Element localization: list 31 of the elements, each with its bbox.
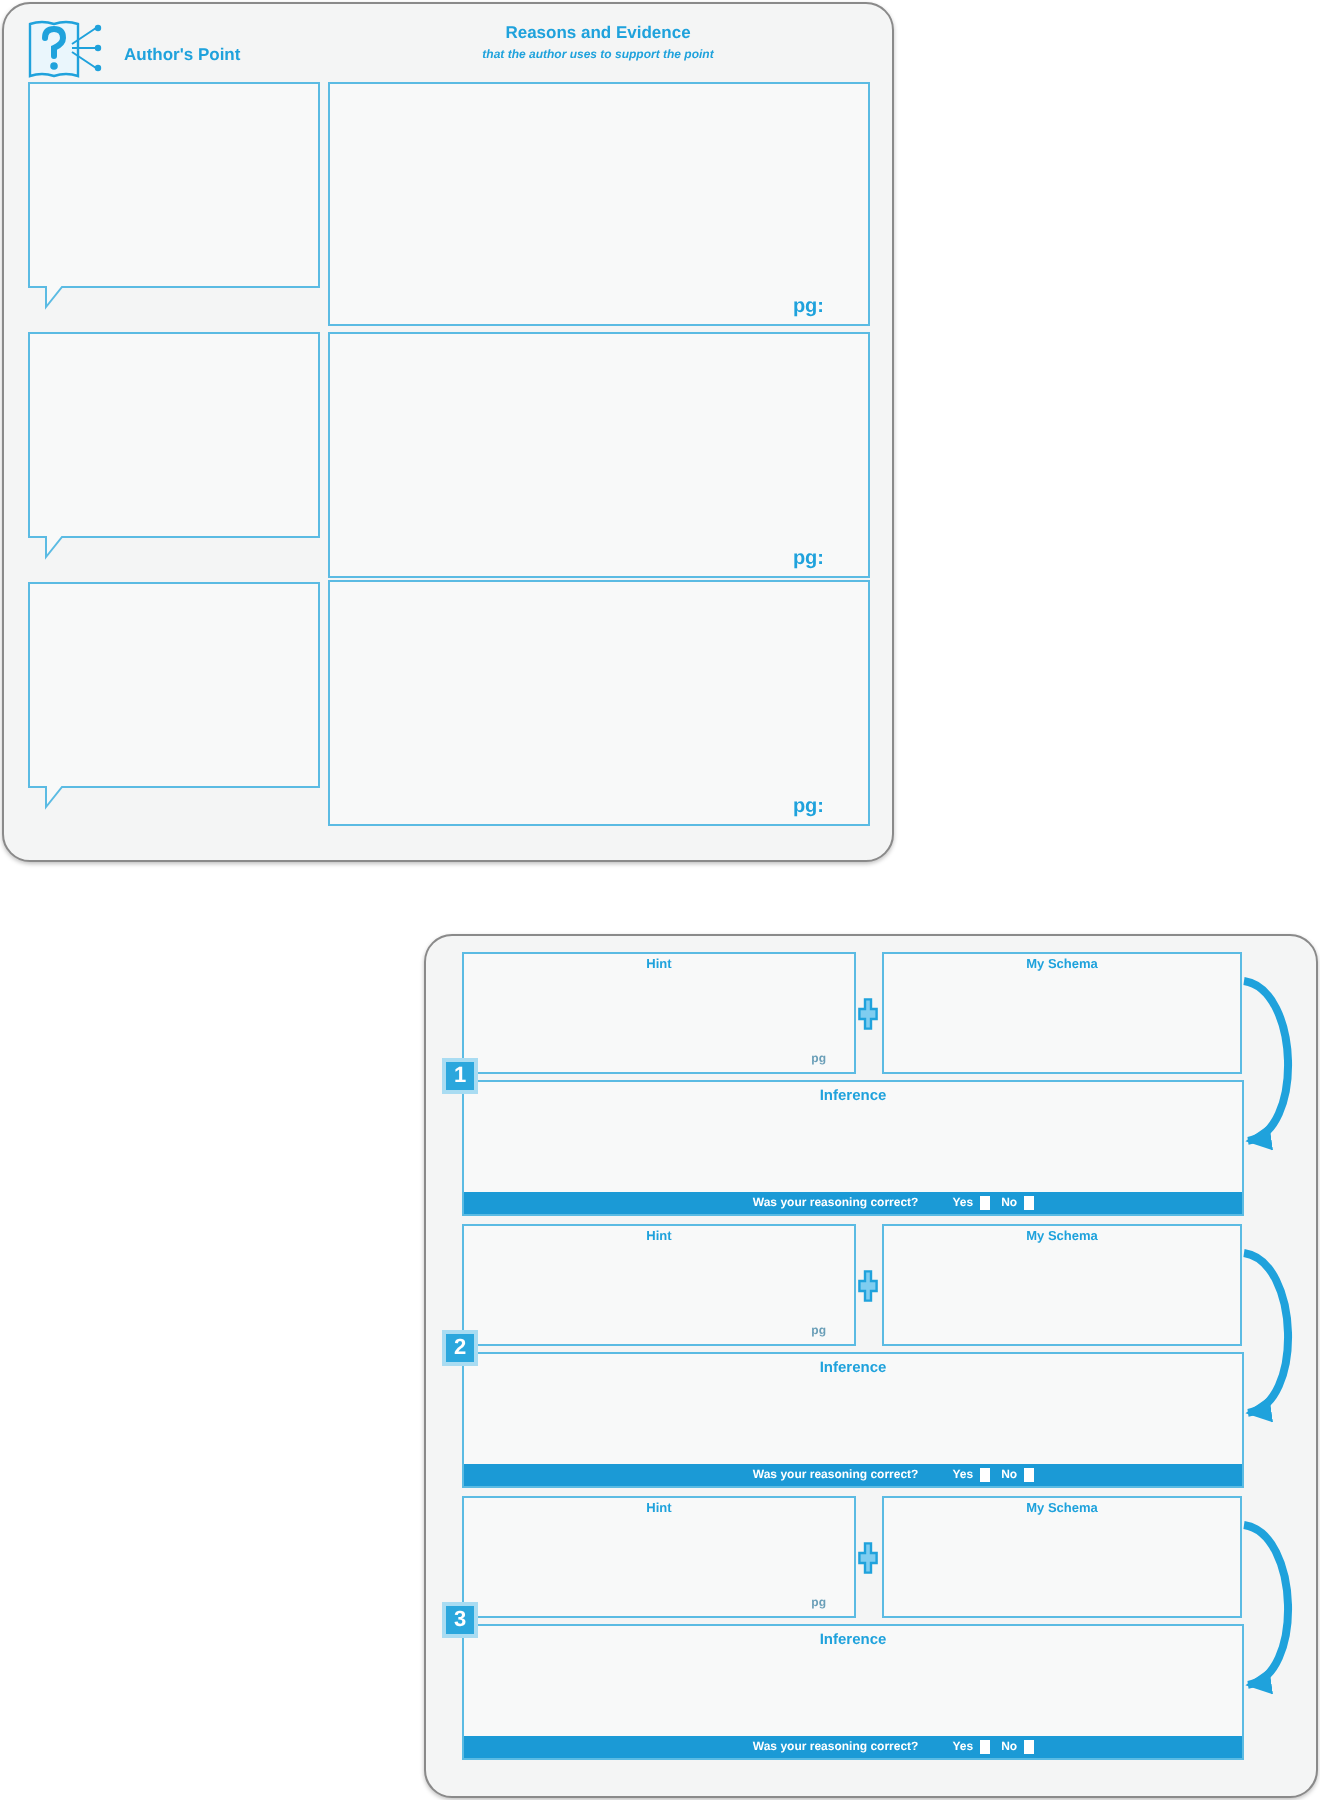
page-label: pg: <box>792 796 824 818</box>
curved-arrow <box>1242 977 1292 1145</box>
inference-box <box>462 1080 1244 1216</box>
inference-box <box>462 1624 1244 1760</box>
curved-arrow <box>1242 1249 1292 1417</box>
answer-bar <box>464 1192 1242 1214</box>
evidence-box <box>328 332 870 578</box>
section-title: Reasons and Evidence <box>505 24 691 43</box>
worksheet-board <box>2 2 894 862</box>
schema-box <box>882 952 1242 1074</box>
speech-bubble <box>28 582 320 808</box>
hint-box <box>462 1496 856 1618</box>
page-label: pg: <box>792 296 824 318</box>
hint-box <box>462 1224 856 1346</box>
worksheet-board <box>424 934 1318 1798</box>
speech-bubble <box>28 82 320 308</box>
page-label: pg: <box>792 548 824 570</box>
step-number: 3 <box>453 1609 467 1631</box>
hint-box <box>462 952 856 1074</box>
answer-bar <box>464 1736 1242 1758</box>
answer-bar <box>464 1464 1242 1486</box>
speech-bubble <box>28 332 320 558</box>
evidence-box <box>328 82 870 326</box>
step-number: 1 <box>453 1065 467 1087</box>
inference-box <box>462 1352 1244 1488</box>
schema-box <box>882 1224 1242 1346</box>
section-heading: Author's Point <box>124 46 241 65</box>
step-number: 2 <box>453 1337 467 1359</box>
schema-box <box>882 1496 1242 1618</box>
evidence-box <box>328 580 870 826</box>
curved-arrow <box>1242 1521 1292 1689</box>
